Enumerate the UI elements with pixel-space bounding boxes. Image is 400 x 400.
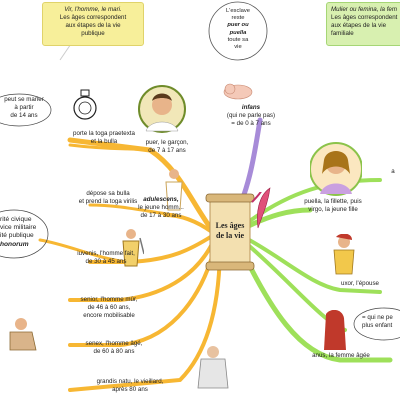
age-line: virgo, la jeune fille [308,205,358,213]
note-line: à partir [14,103,34,111]
center-scroll [205,192,262,271]
slave-note-line: toute sa [227,36,249,43]
note-line: et la bulla [90,137,118,145]
slave-note-line: puer ou [227,22,249,29]
age-iuvenis: iuvenis, l'homme fait, de 30 à 45 ans [66,250,146,266]
age-grandis-natu: grandis natu, le vieillard, après 80 ans [84,378,176,394]
wife-figure [333,234,355,275]
elderly-man-figure [197,346,229,389]
age-line: senex, l'homme âgé, [85,340,143,347]
note-line: de 14 ans [10,111,38,119]
female-box-line: familiale [331,30,354,38]
slave-note: L'esclave reste puer ou puella toute sa … [218,8,258,51]
age-senex: senex, l'homme âgé, de 60 à 80 ans [76,340,152,356]
age-line: de 60 à 80 ans [93,347,135,355]
bulla-amulet-icon [73,89,97,120]
age-adulescens: adulescens, le jeune homm... de 17 à 30 … [126,196,196,219]
age-line: le jeune homm... [138,203,184,211]
age-senior: senior, l'homme mûr, de 46 à 60 ans, enc… [70,296,148,319]
note-line: = qui ne pe [362,314,393,321]
note-marry: peut se marier à partir de 14 ans [0,96,48,119]
young-man-toga-figure [165,169,183,211]
slave-note-bubble [208,1,268,61]
age-line: = de 0 à 7 ans [231,119,271,127]
age-line: de 17 à 30 ans [140,211,182,219]
branch-puella-upper [238,178,382,230]
slave-note-line: puella [229,29,247,36]
age-anus: anus, la femme âgée [308,352,374,360]
note-civic-bubble [0,209,49,259]
male-box-line: publique [81,30,105,38]
age-puer: puer, le garçon, de 7 à 17 ans [132,139,202,155]
age-line: iuvenis, l'homme fait, [77,250,135,257]
female-box-line: Les âges correspondent [331,14,398,22]
male-box-line: Vir, l'homme, le mari. [64,6,122,13]
age-line: puella, la fillette, puis [304,198,362,205]
center-title: Les âges de la vie [209,221,251,241]
quill-icon [257,187,271,229]
age-line: senior, l'homme mûr, [80,296,138,303]
note-line: et prend la toga virilis [78,197,138,205]
age-right-top: a [388,168,398,176]
age-term: adulescens, [143,196,179,203]
note-line: porte la toga praetexta [73,130,135,137]
note-line: ité publique [0,232,34,240]
age-line: de 46 à 60 ans, [87,303,131,311]
note-line: peut se marier [4,96,44,103]
right-note-bubble [353,307,400,341]
female-info-box: Mulier ou femina, la fem Les âges corres… [326,2,400,46]
center-title-line: Les âges [215,221,245,230]
old-woman-figure [324,310,346,350]
note-marry-bubble [0,93,52,127]
note-civic: rité civique vice militaire ité publique… [0,216,44,249]
age-line: de 7 à 17 ans [148,146,186,154]
female-box-line: Mulier ou femina, la fem [331,6,398,13]
note-toga-virilis: dépose sa bulla et prend la toga virilis [60,190,156,206]
age-line: anus, la femme âgée [312,352,370,359]
male-box-line: aux étapes de la vie [65,22,121,30]
soldier-figure [122,229,144,267]
older-man-figure [9,318,37,351]
age-line: puer, le garçon, [145,139,189,146]
note-line: dépose sa bulla [86,190,130,197]
slave-note-line: reste [231,15,245,22]
girl-portrait [310,142,362,196]
age-line: uxor, l'épouse [341,280,379,287]
note-toga-praetexta: porte la toga praetexta et la bulla [64,130,144,146]
baby-icon [223,83,253,100]
note-line: rité civique [0,216,32,223]
slave-note-line: L'esclave [226,8,250,14]
boy-portrait [138,85,186,133]
female-box-line: aux étapes de la vie [331,22,387,30]
center-title-line: de la vie [216,231,244,240]
age-term: infans [241,104,261,111]
male-box-line: Les âges correspondent [59,14,127,22]
right-note: = qui ne pe plus enfant [362,314,400,330]
branch-civic [38,238,132,264]
male-info-box: Vir, l'homme, le mari. Les âges correspo… [42,2,144,46]
age-line: grandis natu, le vieillard, [96,378,164,385]
branch-uxor [238,233,382,294]
branch-toga-virilis [88,203,177,217]
age-infans: infans (qui ne parle pas) = de 0 à 7 ans [214,104,288,127]
age-puella: puella, la fillette, puis virgo, la jeun… [292,198,374,214]
age-line: de 30 à 45 ans [85,257,127,265]
branch-toga [68,143,152,152]
branch-senior [68,238,216,302]
note-line: plus enfant [362,321,393,329]
note-line: honorum [0,240,29,248]
note-line: vice militaire [0,224,37,232]
age-line: après 80 ans [112,385,148,393]
age-line: (qui ne parle pas) [226,111,276,119]
slave-note-line: vie [234,44,242,51]
age-line: a [391,168,395,175]
age-uxor: uxor, l'épouse [340,280,380,288]
age-line: encore mobilisable [83,311,135,319]
